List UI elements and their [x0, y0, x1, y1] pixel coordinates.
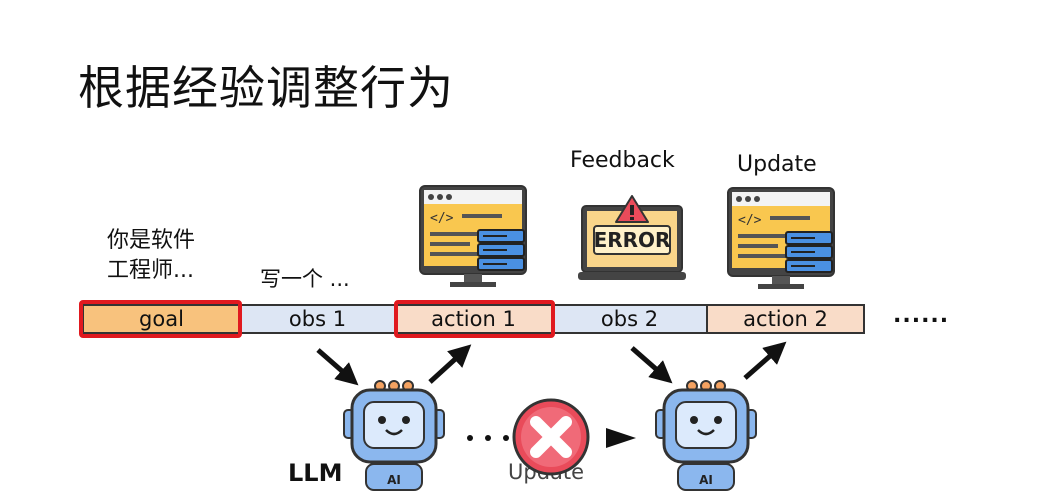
feedback-label: Feedback [570, 148, 675, 173]
sequence-ellipsis: ...... [893, 303, 950, 328]
cell-obs-1: obs 1 [239, 304, 396, 334]
code-monitor-icon-2: </> [727, 187, 835, 289]
cell-action-2: action 2 [708, 304, 865, 334]
observation-prompt-text: 写一个 ... [260, 267, 350, 291]
arrow-llm-to-action2 [743, 341, 787, 380]
cell-action-1: action 1 [396, 304, 553, 334]
goal-prompt-text: 你是软件 工程师... [107, 226, 195, 286]
goal-prompt-line-1: 你是软件 [107, 228, 196, 253]
error-laptop-icon: ERROR [578, 195, 686, 280]
robot-llm-icon-2: AI [655, 380, 757, 491]
code-monitor-icon-1: </> [419, 185, 527, 287]
update-label: Update [737, 152, 817, 177]
cell-obs-2: obs 2 [553, 304, 708, 334]
llm-label: LLM [288, 459, 343, 487]
cancel-x-icon [512, 398, 590, 476]
arrow-obs1-to-llm [316, 348, 359, 386]
arrow-llm-to-action1 [428, 344, 472, 384]
robot-llm-icon-1: AI [343, 380, 445, 491]
goal-prompt-line-2: 工程师... [107, 258, 194, 283]
robot-badge-1: AI [387, 473, 401, 487]
svg-text:</>: </> [738, 213, 762, 228]
error-text: ERROR [594, 228, 671, 252]
dotted-connector [467, 435, 509, 441]
cell-goal: goal [82, 304, 239, 334]
page-title: 根据经验调整行为 [78, 61, 454, 115]
robot-badge-2: AI [699, 473, 713, 487]
arrow-to-robot-2 [606, 428, 636, 448]
action-1-highlight-box [394, 300, 555, 338]
goal-highlight-box [79, 300, 242, 338]
arrow-obs2-to-llm [630, 346, 673, 384]
svg-text:</>: </> [430, 211, 454, 226]
